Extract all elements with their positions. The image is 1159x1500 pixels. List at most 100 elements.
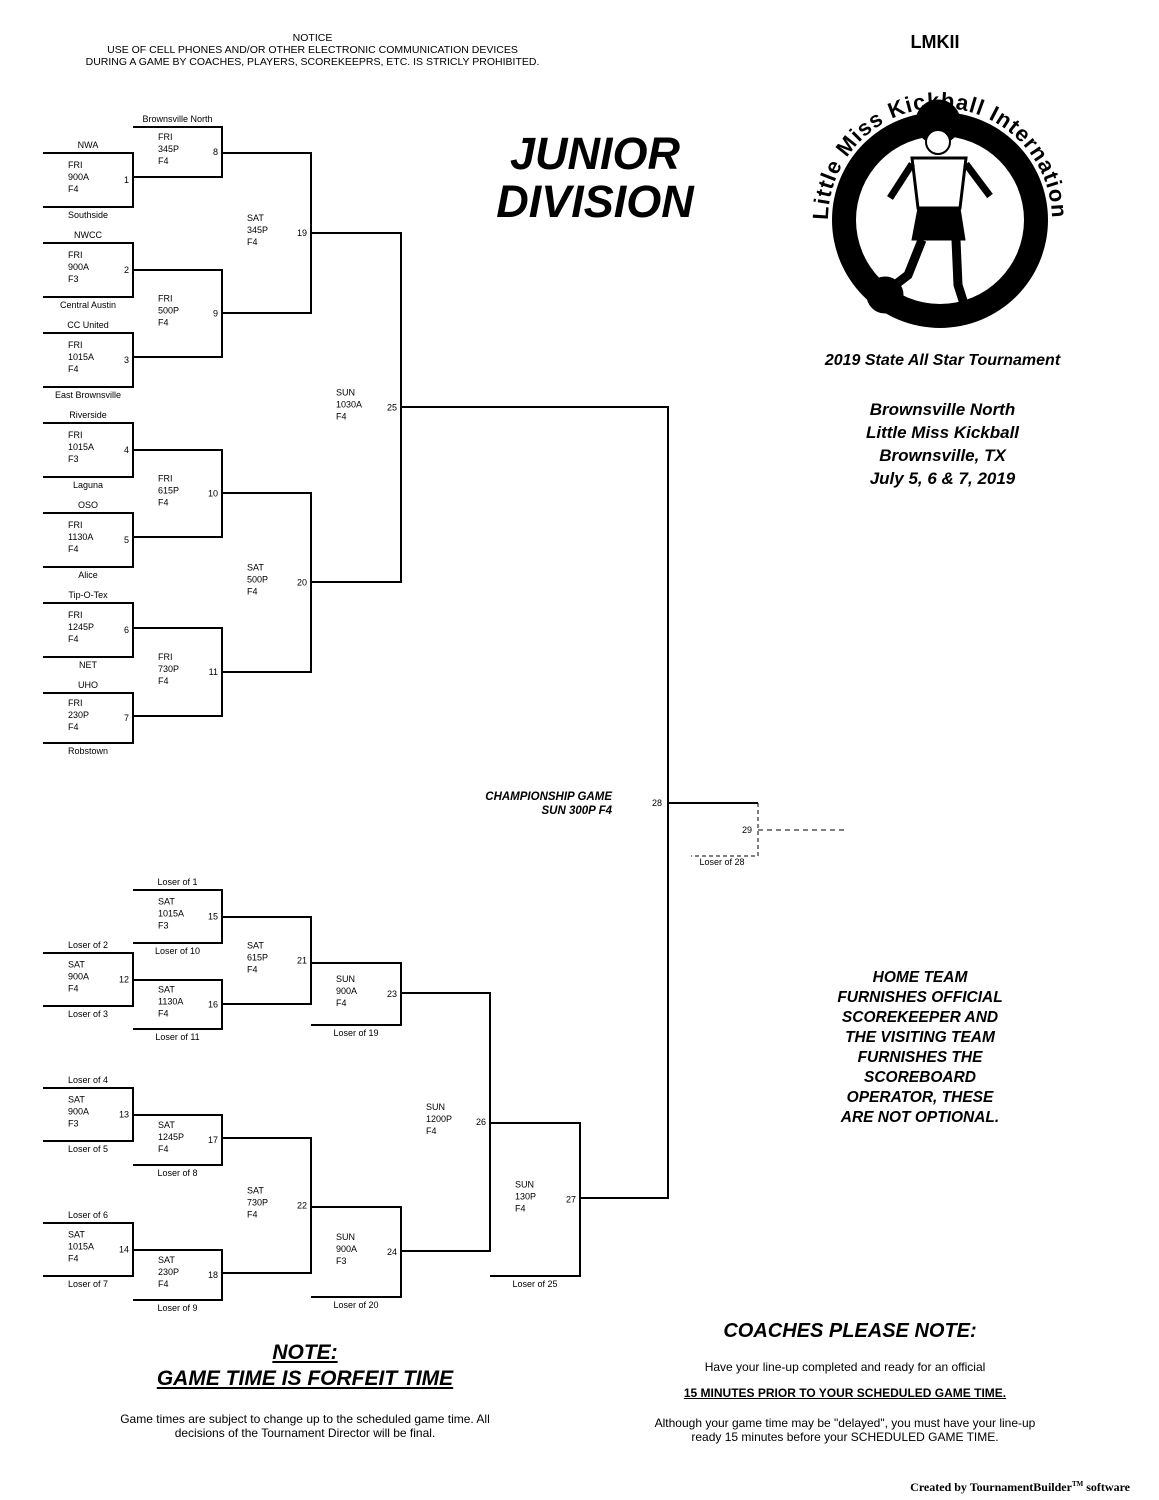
home-notice-line: THE VISITING TEAM	[845, 1029, 995, 1046]
game-info-line: SAT	[158, 1255, 175, 1265]
team-slot-bottom: Loser of 9	[157, 1303, 197, 1313]
home-notice-line: FURNISHES OFFICIAL	[837, 989, 1003, 1006]
game-info-line: 130P	[515, 1192, 536, 1202]
game-number: 27	[566, 1195, 576, 1205]
game-info-line: 1130A	[158, 997, 183, 1007]
game-number: 2	[124, 265, 129, 275]
game-info-line: 730P	[247, 1198, 268, 1208]
game-info-line: 345P	[247, 225, 268, 235]
game-info-line: 1200P	[426, 1114, 452, 1124]
cell-phone-notice: NOTICE USE OF CELL PHONES AND/OR OTHER E…	[40, 32, 585, 68]
game-info-line: SAT	[247, 213, 264, 223]
game-info-line: FRI	[68, 340, 83, 350]
game-info-line: F4	[515, 1204, 526, 1214]
game-info-line: FRI	[68, 698, 83, 708]
team-slot-bottom: Central Austin	[60, 300, 116, 310]
team-slot-top: Loser of 2	[68, 940, 108, 950]
coaches-note-deadline: 15 MINUTES PRIOR TO YOUR SCHEDULED GAME …	[683, 1386, 1007, 1400]
game-info-line: FRI	[158, 132, 173, 142]
division-title-line: DIVISION	[496, 176, 694, 227]
game-info-line: 900A	[68, 1107, 89, 1117]
game-info-line: 900A	[68, 972, 89, 982]
championship-line: SUN 300P F4	[541, 805, 612, 817]
game-bracket-7	[43, 692, 134, 744]
lmki-seal-logo: Little Miss Kickball International, Inc.	[783, 60, 1090, 340]
game-number: 21	[297, 956, 307, 966]
game-info-line: F4	[158, 498, 169, 508]
note-text-line: decisions of the Tournament Director wil…	[174, 1426, 436, 1440]
game-number: 4	[124, 445, 129, 455]
game-info-line: FRI	[158, 474, 173, 484]
game-info-line: F4	[336, 998, 347, 1008]
team-slot-top: NWA	[78, 140, 99, 150]
host-line: Brownsville North	[869, 400, 1016, 419]
game-number: 20	[297, 578, 307, 588]
credit-suffix: software	[1083, 1480, 1130, 1494]
game-bracket-18	[133, 1249, 223, 1301]
credit-tm: TM	[1071, 1480, 1084, 1488]
game-info-line: F4	[68, 544, 79, 554]
game-number: 15	[208, 912, 218, 922]
game-info-line: SAT	[247, 563, 264, 573]
game-info-line: FRI	[158, 294, 173, 304]
game-info-line: F4	[68, 722, 79, 732]
tournament-name: 2019 State All Star Tournament	[824, 352, 1061, 369]
game-number: 9	[213, 309, 218, 319]
game-info-line: FRI	[68, 430, 83, 440]
team-slot-top: Riverside	[69, 410, 107, 420]
team-slot-bottom: Loser of 5	[68, 1144, 108, 1154]
game-info-line: SUN	[336, 388, 355, 398]
game-info-line: 900A	[68, 262, 89, 272]
game-info-line: F3	[68, 454, 79, 464]
team-slot-top: Brownsville North	[142, 114, 212, 124]
game-number: 18	[208, 1270, 218, 1280]
game-info-line: 900A	[68, 172, 89, 182]
host-line: Little Miss Kickball	[865, 423, 1020, 442]
game-bracket-27	[490, 1122, 581, 1277]
game-bracket-5	[43, 512, 134, 568]
game-bracket-22	[222, 1137, 312, 1274]
note-heading-line: NOTE:	[272, 1341, 338, 1364]
game-info-line: F4	[426, 1126, 437, 1136]
home-team-notice: HOME TEAM FURNISHES OFFICIAL SCOREKEEPER…	[800, 968, 1040, 1128]
notice-heading: NOTICE	[292, 32, 333, 44]
team-slot-bottom: Loser of 3	[68, 1009, 108, 1019]
host-line: July 5, 6 & 7, 2019	[869, 469, 1016, 488]
game-info-line: F4	[158, 1279, 169, 1289]
game-info-line: 900A	[336, 986, 357, 996]
championship-label: CHAMPIONSHIP GAME SUN 300P F4	[420, 790, 612, 818]
team-slot-bottom: NET	[79, 660, 98, 670]
championship-line: CHAMPIONSHIP GAME	[485, 791, 612, 803]
game-info-line: F4	[158, 676, 169, 686]
game-info-line: SAT	[158, 1120, 175, 1130]
game-bracket-6	[43, 602, 134, 658]
game-info-line: F4	[68, 1254, 79, 1264]
game-info-line: 615P	[247, 953, 268, 963]
team-slot-bottom: East Brownsville	[55, 390, 121, 400]
home-notice-line: OPERATOR, THESE	[846, 1089, 994, 1106]
coaches-note-delay-line: Although your game time may be "delayed"…	[654, 1416, 1036, 1430]
coaches-note-delay-line: ready 15 minutes before your SCHEDULED G…	[691, 1430, 999, 1444]
game-bracket-21	[222, 916, 312, 1005]
game-number: 25	[387, 403, 397, 413]
game-info-line: SAT	[247, 941, 264, 951]
notice-line: DURING A GAME BY COACHES, PLAYERS, SCORE…	[85, 56, 540, 68]
team-slot-bottom: Loser of 28	[699, 857, 744, 867]
coaches-note-line: Have your line-up completed and ready fo…	[704, 1360, 986, 1374]
host-line: Brownsville, TX	[879, 446, 1006, 465]
team-slot-bottom: Robstown	[68, 746, 108, 756]
game-info-line: F3	[68, 274, 79, 284]
game-info-line: 230P	[158, 1267, 179, 1277]
game-info-line: 500P	[247, 575, 268, 585]
team-slot-top: Tip-O-Tex	[68, 590, 108, 600]
game-info-line: FRI	[68, 250, 83, 260]
game-info-line: 1015A	[68, 442, 94, 452]
game-number: 7	[124, 713, 129, 723]
game-number: 22	[297, 1201, 307, 1211]
game-number: 19	[297, 228, 307, 238]
game-info-line: 1245P	[68, 622, 94, 632]
game-info-line: 615P	[158, 486, 179, 496]
home-notice-line: HOME TEAM	[872, 969, 968, 986]
team-slot-bottom: Southside	[68, 210, 108, 220]
